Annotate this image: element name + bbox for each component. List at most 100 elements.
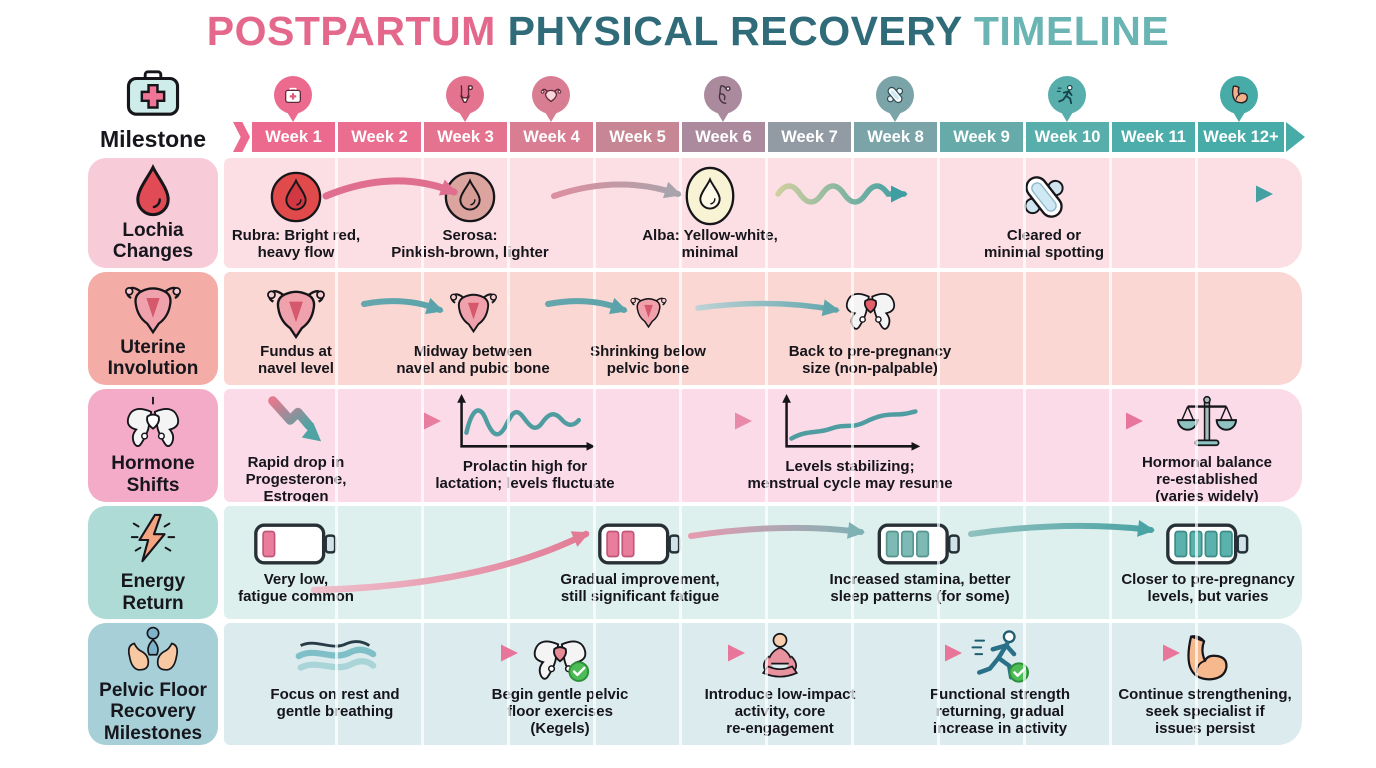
battery-half-icon <box>597 518 683 570</box>
flow-arrow <box>968 519 1155 537</box>
week-gridline <box>1109 623 1112 745</box>
row-uterine: Uterine Involution Fundus at navel level… <box>0 272 1376 385</box>
uterus-pin <box>531 76 572 126</box>
week-gridline <box>335 389 338 502</box>
body-pin <box>445 76 486 126</box>
milestone-item: Cleared or minimal spotting <box>959 168 1129 262</box>
week-gridline <box>679 158 682 268</box>
flow-arrow <box>1067 644 1180 662</box>
row-label-text: Uterine Involution <box>107 336 199 380</box>
meditating-person-icon <box>752 631 808 685</box>
runner-pin <box>1047 76 1088 126</box>
week-gridline <box>851 506 854 619</box>
row-label-text: Hormone Shifts <box>111 453 195 496</box>
flow-arrow <box>622 644 745 662</box>
milestone-item: Closer to pre-pregnancy levels, but vari… <box>1106 518 1303 606</box>
week-cell: Week 4 <box>510 122 593 152</box>
alba-droplet-icon <box>684 166 736 226</box>
week-gridline <box>765 272 768 385</box>
first-aid-kit-icon <box>86 68 220 124</box>
flow-arrow <box>322 177 458 200</box>
milestone-item: Fundus at navel level <box>224 278 371 378</box>
uterus-icon <box>122 278 184 335</box>
title-part-timeline: TIMELINE <box>973 8 1170 54</box>
body-icon <box>445 76 484 114</box>
milestone-item: Alba: Yellow-white, minimal <box>625 166 795 262</box>
week-cell: Week 11 <box>1112 122 1195 152</box>
week-gridline <box>335 158 338 268</box>
row-band-pelvic-floor: Focus on rest and gentle breathing Begin… <box>224 623 1302 745</box>
week-gridline <box>937 506 940 619</box>
pad-pin <box>875 76 916 126</box>
milestone-item: Focus on rest and gentle breathing <box>245 631 425 721</box>
timeline-start-chevron <box>233 122 250 152</box>
uterus-large-icon <box>264 278 328 342</box>
row-label-text: Lochia Changes <box>112 219 194 262</box>
week-gridline <box>679 623 682 745</box>
flow-arrow <box>927 412 1143 430</box>
week-cell: Week 9 <box>940 122 1023 152</box>
week-gridline <box>1023 506 1026 619</box>
uterus-medium-icon <box>447 278 499 342</box>
page-title: POSTPARTUM PHYSICAL RECOVERY TIMELINE <box>0 8 1376 55</box>
muscle-pin <box>1219 76 1260 126</box>
row-label-text: Pelvic Floor Recovery Milestones <box>99 680 207 744</box>
week-gridline <box>593 623 596 745</box>
breathing-waves-icon <box>293 631 377 685</box>
flow-arrow <box>614 412 752 430</box>
row-label-pelvic-floor: Pelvic Floor Recovery Milestones <box>88 623 218 745</box>
uterus-icon <box>531 76 570 114</box>
pelvis-icon <box>122 395 184 451</box>
week-cell: Week 2 <box>338 122 421 152</box>
row-label-text: Energy Return <box>120 571 186 614</box>
milestone-item: Prolactin high for lactation; levels flu… <box>418 393 633 493</box>
flow-arrow <box>844 644 962 662</box>
week-gridline <box>851 623 854 745</box>
week-cell: Week 10 <box>1026 122 1109 152</box>
row-lochia: Lochia Changes Rubra: Bright red, heavy … <box>0 158 1376 268</box>
flow-arrow <box>400 644 518 662</box>
title-part-postpartum: POSTPARTUM <box>206 8 496 54</box>
week-gridline <box>1023 623 1026 745</box>
milestone-item: Serosa: Pinkish-brown, lighter <box>375 168 565 262</box>
milestone-item: Back to pre-pregnancy size (non-palpable… <box>773 278 968 378</box>
pelvis-check-icon <box>529 631 591 685</box>
week-gridline <box>335 623 338 745</box>
flow-arrow <box>775 183 908 205</box>
week-gridline <box>1023 158 1026 268</box>
week-gridline <box>679 506 682 619</box>
week-gridline <box>421 272 424 385</box>
milestone-item: Rubra: Bright red, heavy flow <box>224 168 376 262</box>
row-label-lochia: Lochia Changes <box>88 158 218 268</box>
week-gridline <box>765 389 768 502</box>
week-gridline <box>1109 389 1112 502</box>
week-gridline <box>1023 272 1026 385</box>
week-cell: Week 3 <box>424 122 507 152</box>
week-gridline <box>851 389 854 502</box>
week-gridline <box>421 506 424 619</box>
milestone-item: Levels stabilizing; menstrual cycle may … <box>733 393 968 493</box>
uterus-small-icon <box>628 278 668 342</box>
battery-full-icon <box>1165 518 1251 570</box>
declining-arrow-icon <box>263 395 329 453</box>
week-gridline <box>937 623 940 745</box>
week-cell: Week 5 <box>596 122 679 152</box>
week-gridline <box>1109 272 1112 385</box>
week-gridline <box>1109 158 1112 268</box>
week-gridline <box>1109 506 1112 619</box>
week-gridline <box>1195 272 1198 385</box>
week-gridline <box>335 506 338 619</box>
milestone-item: Hormonal balance re-established (varies … <box>1112 393 1302 502</box>
week-gridline <box>679 389 682 502</box>
medical-bag-icon <box>273 76 312 114</box>
milestone-item: Increased stamina, better sleep patterns… <box>810 518 1030 606</box>
week-gridline <box>507 389 510 502</box>
fluctuating-chart-icon <box>450 393 600 457</box>
week-gridline <box>1023 389 1026 502</box>
week-gridline <box>421 158 424 268</box>
flow-arrow <box>310 530 590 594</box>
week-cell: Week 7 <box>768 122 851 152</box>
milestone-label: Milestone <box>99 126 207 152</box>
week-gridline <box>765 506 768 619</box>
milestone-item: Introduce low-impact activity, core re-e… <box>685 631 875 737</box>
